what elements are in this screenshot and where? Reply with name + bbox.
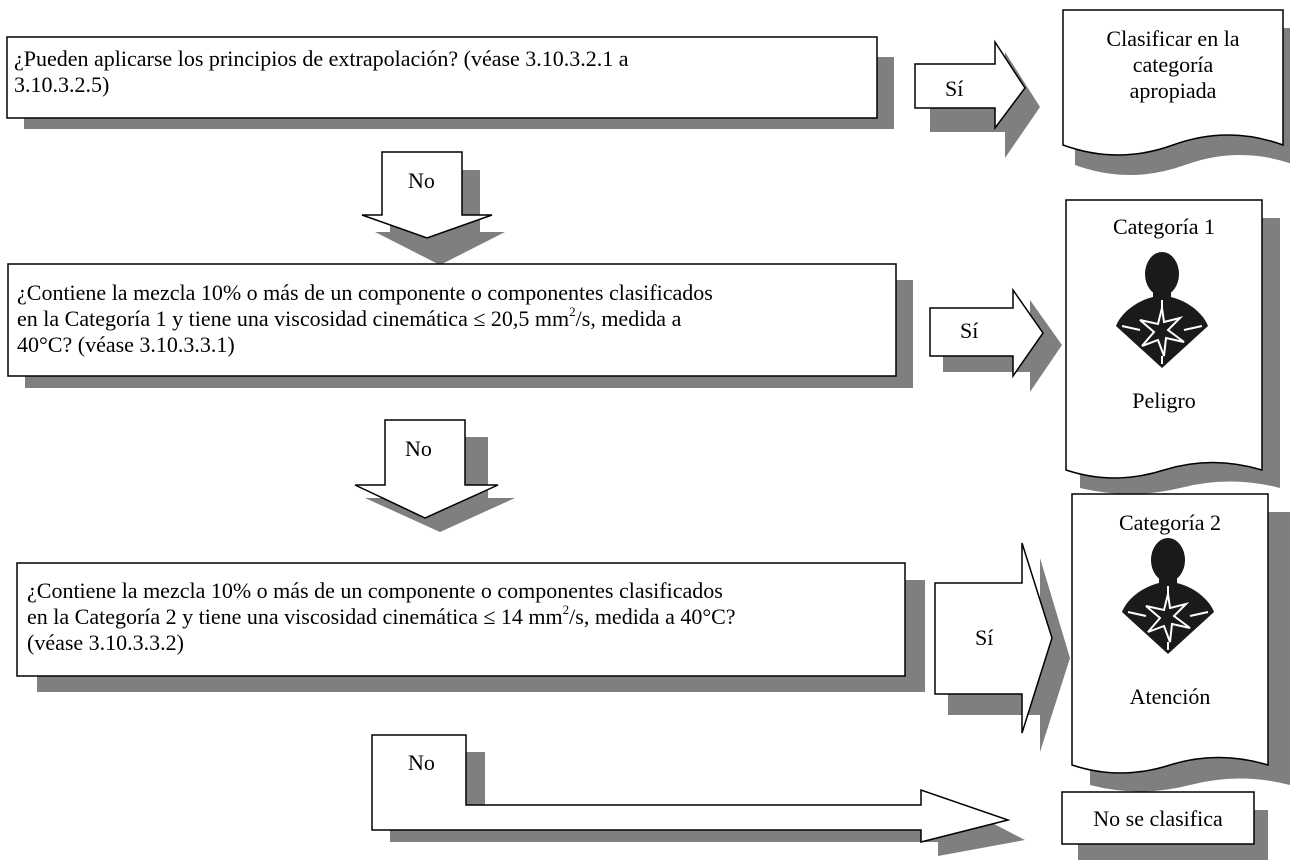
yes-label-2: Sí <box>960 318 979 343</box>
question-1-line-2: 3.10.3.2.5) <box>14 72 110 97</box>
result-classify-line-1: Clasificar en la <box>1106 26 1240 51</box>
no-label-1: No <box>408 168 435 193</box>
category-1-signal-word: Peligro <box>1132 388 1196 413</box>
question-3-line-1: ¿Contiene la mezcla 10% o más de un comp… <box>27 578 723 603</box>
no-label-2: No <box>405 436 432 461</box>
question-2-line-1: ¿Contiene la mezcla 10% o más de un comp… <box>17 280 713 305</box>
question-1-line-1: ¿Pueden aplicarse los principios de extr… <box>14 46 629 71</box>
question-box-2 <box>7 263 913 388</box>
result-box-not-classified <box>1061 791 1268 860</box>
result-not-classified: No se clasifica <box>1093 806 1223 831</box>
yes-arrow-3 <box>934 542 1070 752</box>
question-box-3 <box>16 562 925 692</box>
question-2-line-3: 40°C? (véase 3.10.3.3.1) <box>17 332 235 357</box>
yes-arrow-2 <box>929 287 1062 392</box>
question-3-line-3: (véase 3.10.3.3.2) <box>27 630 185 655</box>
question-box-1 <box>6 36 894 129</box>
category-1-title: Categoría 1 <box>1112 214 1216 239</box>
result-box-classify <box>1062 9 1290 175</box>
category-2-title: Categoría 2 <box>1118 510 1222 535</box>
no-arrow-3 <box>371 734 1025 856</box>
yes-arrow-1 <box>914 39 1040 158</box>
result-classify-line-3: apropiada <box>1129 78 1217 103</box>
result-classify-line-2: categoría <box>1132 52 1214 77</box>
no-arrow-1 <box>361 151 505 265</box>
no-arrow-2 <box>354 419 515 532</box>
result-box-cat2 <box>1071 493 1290 792</box>
yes-label-3: Sí <box>975 625 994 650</box>
category-2-signal-word: Atención <box>1129 684 1211 709</box>
yes-label-1: Sí <box>945 76 964 101</box>
question-3-line-2: en la Categoría 2 y tiene una viscosidad… <box>27 601 736 629</box>
no-label-3: No <box>408 750 435 775</box>
question-2-line-2: en la Categoría 1 y tiene una viscosidad… <box>17 303 682 331</box>
